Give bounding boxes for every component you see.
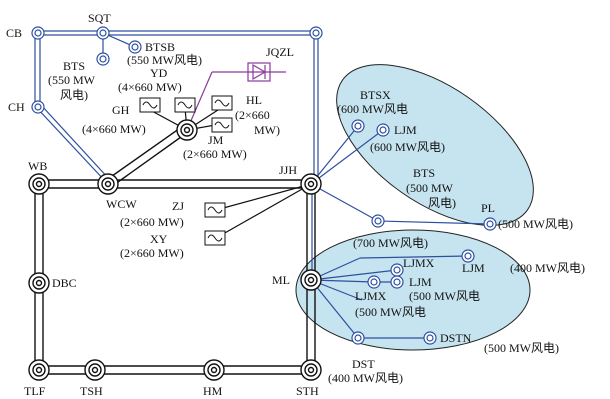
- label-ljmx-bottom-cap: (500 MW风电: [355, 305, 426, 319]
- node-gh: [176, 119, 198, 141]
- dc-lines: [34, 30, 491, 339]
- label-ljm-right-cap: (400 MW风电): [510, 261, 585, 275]
- label-ml: ML: [272, 273, 290, 287]
- label-gh-cap: (4×660 MW): [82, 122, 146, 136]
- label-btsx-cap: (600 MW风电: [337, 102, 408, 116]
- label-ljmx-bottom: LJMX: [355, 289, 387, 303]
- label-sth: STH: [296, 384, 319, 398]
- labels: CB SQT BTSB (550 MW风电) BTS (550 MW 风电) J…: [6, 11, 585, 398]
- node-dbc: [28, 272, 50, 294]
- converter-station-icon: [247, 62, 271, 82]
- node-hm: [203, 359, 225, 381]
- label-btsx: BTSX: [360, 88, 391, 102]
- label-ljm-mid: LJM: [409, 275, 432, 289]
- label-wb: WB: [28, 159, 47, 173]
- label-jm: JM: [208, 133, 224, 147]
- wind-nodes: [31, 26, 497, 345]
- node-jjh: [300, 173, 322, 195]
- node-sth: [300, 359, 322, 381]
- label-dstn: DSTN: [440, 331, 472, 345]
- node-bts-right: [371, 214, 385, 228]
- node-tlf: [28, 359, 50, 381]
- node-jjh-top: [309, 26, 323, 40]
- label-ljm-right: LJM: [462, 261, 485, 275]
- label-cb: CB: [6, 26, 22, 40]
- generator-icon-zj: [204, 202, 226, 218]
- label-dbc: DBC: [52, 276, 77, 290]
- label-ljmx-top: LJMX: [403, 256, 435, 270]
- label-tsh: TSH: [80, 384, 103, 398]
- node-ch: [31, 100, 45, 114]
- node-pl: [483, 217, 497, 231]
- node-ml: [300, 269, 322, 291]
- label-hl-cap1: (2×660: [235, 108, 270, 122]
- label-pl: PL: [481, 201, 495, 215]
- label-jqzl: JQZL: [266, 45, 294, 59]
- label-dst: DST: [352, 357, 375, 371]
- label-ml-cap: (700 MW风电): [353, 236, 428, 250]
- label-btsb-cap: (550 MW风电): [127, 53, 202, 67]
- label-sqt: SQT: [88, 11, 111, 25]
- label-dstn-cap: (500 MW风电): [484, 341, 559, 355]
- diode-icon: [252, 63, 267, 81]
- label-ljm-top: LJM: [394, 123, 417, 137]
- node-btsx: [351, 119, 365, 133]
- node-wcw: [97, 173, 119, 195]
- label-btsb: BTSB: [145, 40, 175, 54]
- node-sqt: [96, 26, 110, 40]
- generator-icon-yd: [174, 97, 196, 113]
- node-ljmx-top: [390, 263, 404, 277]
- node-cb: [31, 26, 45, 40]
- node-btsb: [128, 40, 142, 54]
- label-bts-right: BTS: [413, 166, 435, 180]
- generator-icon-jm: [211, 117, 233, 133]
- label-pl-cap: (500 MW风电): [498, 217, 573, 231]
- generator-icon-gh: [139, 97, 161, 113]
- generator-icons: [139, 95, 233, 246]
- label-wcw: WCW: [106, 197, 137, 211]
- label-tlf: TLF: [24, 384, 46, 398]
- label-gh: GH: [112, 103, 130, 117]
- ac-nodes: [28, 119, 322, 381]
- label-ch: CH: [8, 100, 25, 114]
- label-zj: ZJ: [172, 199, 184, 213]
- region-jjh-wind: [336, 64, 534, 226]
- label-hm: HM: [203, 384, 223, 398]
- node-ljm-right: [461, 249, 475, 263]
- generator-icon-xy: [204, 230, 226, 246]
- label-xy-cap: (2×660 MW): [120, 246, 184, 260]
- node-tsh: [84, 359, 106, 381]
- node-ljm-top: [376, 123, 390, 137]
- label-bts-left-cap2: 风电): [60, 88, 88, 102]
- node-bts-left: [96, 52, 110, 66]
- label-yd-cap: (4×660 MW): [118, 80, 182, 94]
- label-bts-left: BTS: [63, 59, 85, 73]
- generator-icon-hl: [211, 95, 233, 111]
- label-hl: HL: [246, 93, 262, 107]
- label-bts-left-cap1: (550 MW: [48, 73, 96, 87]
- label-jjh: JJH: [279, 163, 297, 177]
- label-dst-cap: (400 MW风电): [328, 371, 403, 385]
- node-wb: [28, 173, 50, 195]
- label-ljm-mid-cap: (500 MW风电: [409, 289, 480, 303]
- label-bts-right-cap2: 风电): [428, 196, 456, 210]
- node-dst: [351, 331, 365, 345]
- label-jm-cap: (2×660 MW): [183, 147, 247, 161]
- node-ljm-mid-b: [390, 275, 404, 289]
- label-yd: YD: [150, 66, 168, 80]
- label-zj-cap: (2×660 MW): [120, 215, 184, 229]
- label-bts-right-cap1: (500 MW: [406, 181, 454, 195]
- node-ljm-mid-a: [367, 275, 381, 289]
- label-ljm-top-cap: (600 MW风电): [370, 140, 445, 154]
- label-xy: XY: [150, 232, 168, 246]
- label-hl-cap2: MW): [254, 123, 280, 137]
- node-dstn: [423, 331, 437, 345]
